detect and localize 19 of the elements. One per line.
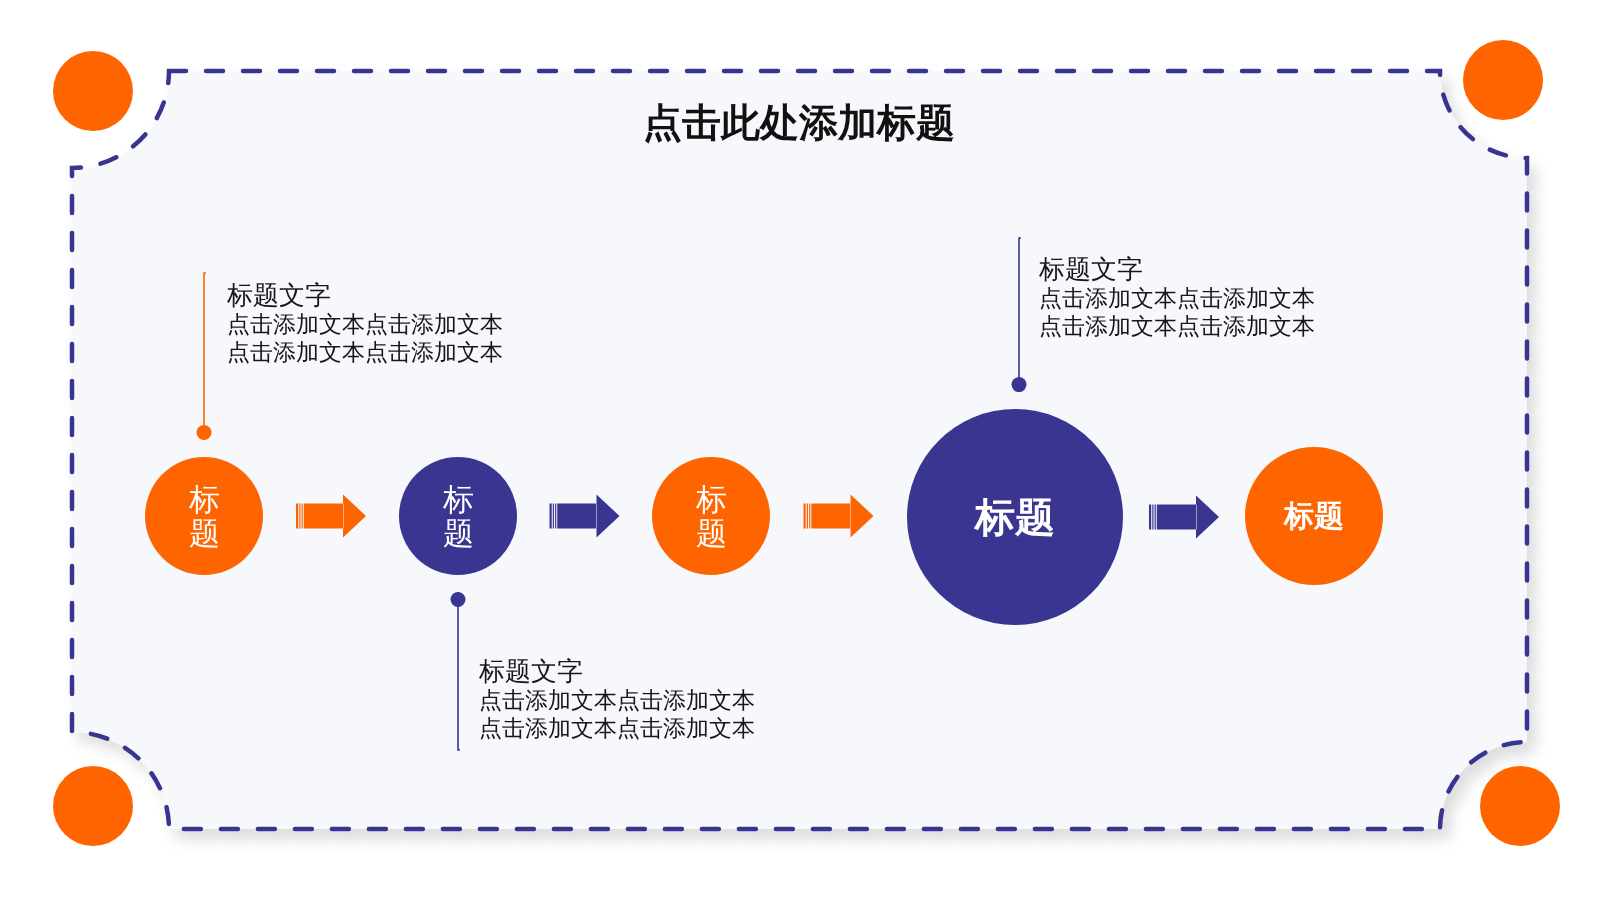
leader-line bbox=[1011, 237, 1027, 393]
node-title: 标题 bbox=[695, 481, 727, 551]
node-title: 标题 bbox=[1284, 498, 1344, 534]
node-title: 标题 bbox=[975, 493, 1055, 541]
annotation-text: 点击添加文本点击添加文本点击添加文本点击添加文本 bbox=[1039, 285, 1316, 340]
annotation-heading: 标题文字 bbox=[227, 279, 331, 311]
arrow bbox=[296, 494, 366, 538]
node-title: 标题 bbox=[188, 481, 220, 551]
annotation-text: 点击添加文本点击添加文本点击添加文本点击添加文本 bbox=[227, 311, 504, 366]
node-title: 标题 bbox=[442, 481, 474, 551]
annotation-text: 点击添加文本点击添加文本点击添加文本点击添加文本 bbox=[479, 687, 756, 742]
arrow bbox=[549, 494, 620, 538]
slide-title: 点击此处添加标题 bbox=[643, 100, 955, 147]
leader-line bbox=[450, 591, 466, 751]
leader-line bbox=[196, 272, 212, 441]
arrow bbox=[803, 494, 874, 538]
arrow bbox=[1149, 495, 1219, 539]
annotation-heading: 标题文字 bbox=[479, 655, 583, 687]
annotation-heading: 标题文字 bbox=[1039, 253, 1143, 285]
